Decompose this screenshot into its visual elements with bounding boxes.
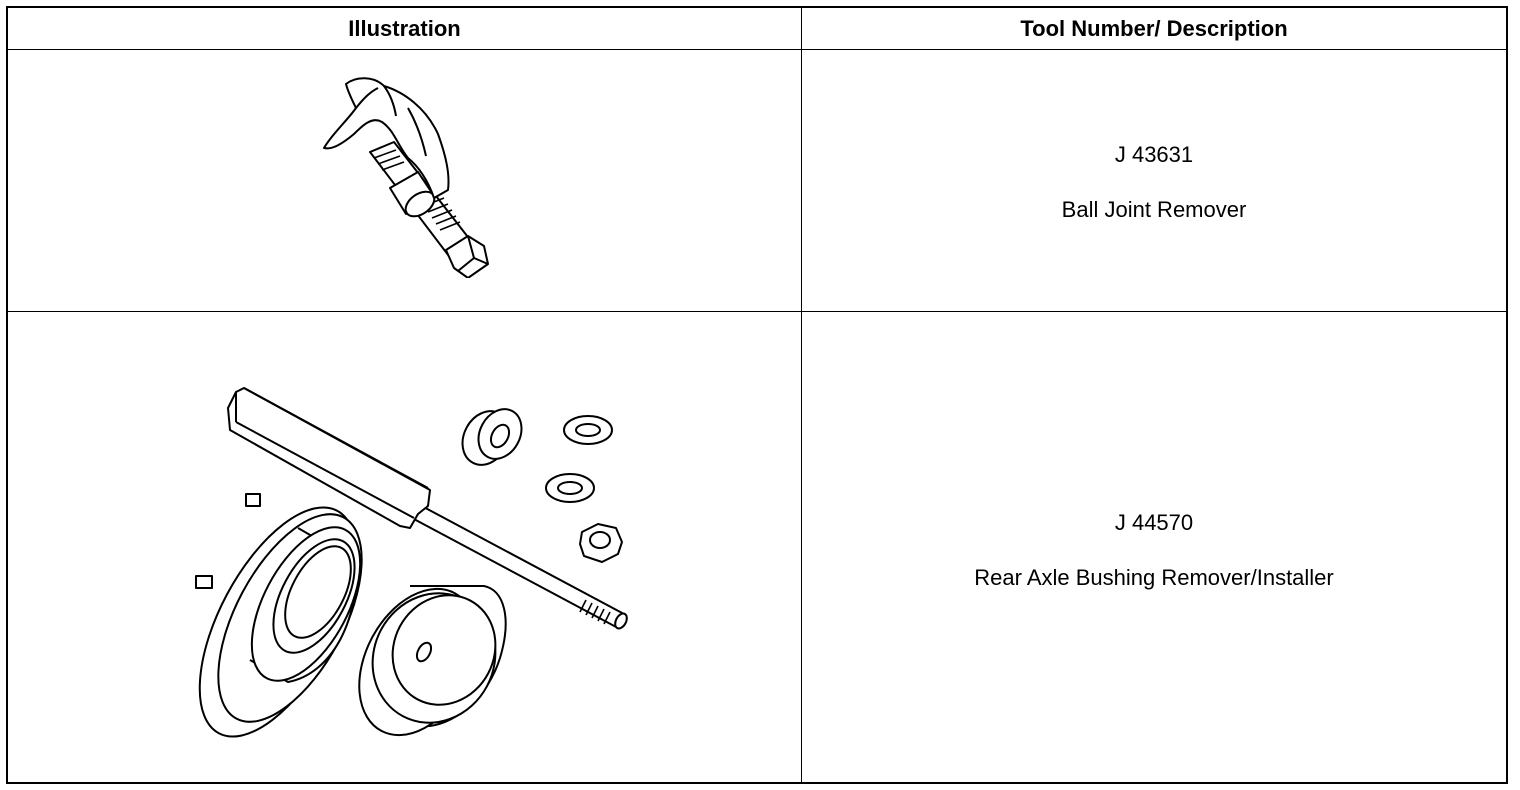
column-divider <box>801 8 802 782</box>
tool-number: J 44570 <box>1114 510 1194 535</box>
tool-table: Illustration Tool Number/ Description <box>6 6 1508 784</box>
rear-axle-bushing-tool-icon <box>195 387 628 738</box>
tool-number: J 43631 <box>1114 142 1194 167</box>
tool-description: Rear Axle Bushing Remover/Installer <box>974 565 1334 590</box>
tool-entry-ball-joint-remover: J 43631 Ball Joint Remover <box>802 142 1506 223</box>
header-illustration: Illustration <box>348 16 461 41</box>
header-divider <box>8 49 1506 50</box>
header-tool-description: Tool Number/ Description <box>1020 16 1288 41</box>
row-divider <box>8 311 1506 312</box>
ball-joint-remover-icon <box>323 77 489 278</box>
tool-entry-rear-axle-bushing: J 44570 Rear Axle Bushing Remover/Instal… <box>802 510 1506 591</box>
tool-description: Ball Joint Remover <box>1061 197 1247 222</box>
